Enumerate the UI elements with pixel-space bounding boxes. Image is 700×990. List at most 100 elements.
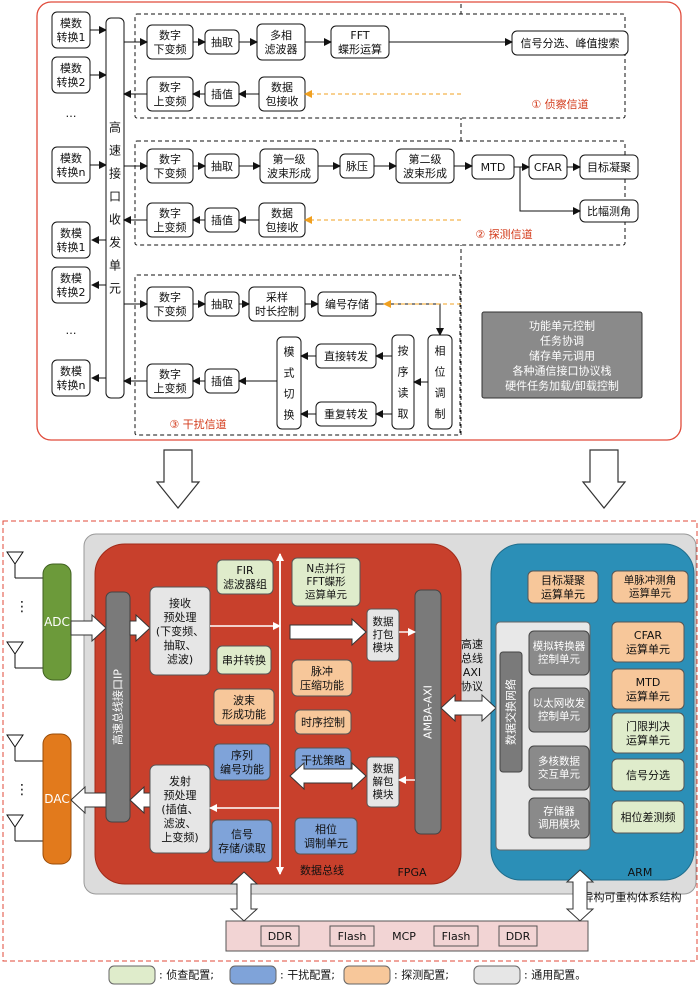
jam-direct-forward: 直接转发 — [315, 343, 377, 369]
arm-mid-unit-3: 存储器调用模块 — [528, 797, 590, 839]
recon-packet-rx: 数据包接收 — [258, 76, 306, 112]
adc-channel-1: 模数转换1 — [51, 11, 91, 49]
arm-mid-unit-2: 多核数据交互单元 — [528, 745, 590, 791]
arm-cfar-frame — [611, 621, 685, 663]
hs-interface-unit: 高速接口收发单元 — [105, 17, 125, 399]
legend-swatch — [473, 965, 521, 985]
tx-preprocess-label: 发射预处理(插值、滤波、上变频) — [161, 774, 198, 844]
recon-ddc-label: 数字下变频 — [154, 28, 187, 56]
adc-channel-n: 模数转换n — [51, 146, 91, 184]
detect-decimate-label: 抽取 — [211, 159, 233, 173]
control-function-item: 储存单元调用 — [529, 349, 595, 363]
arm-threshold: 门限判决运算单元 — [611, 712, 685, 754]
pulse-compress-frame — [291, 659, 353, 697]
legend-swatch — [343, 965, 391, 985]
detect-beam-1-label: 第一级波束形成 — [267, 152, 311, 180]
phase-mod-unit-label: 相位调制单元 — [304, 822, 348, 850]
detect-cfar-label: CFAR — [534, 161, 563, 174]
detect-decimate: 抽取 — [204, 153, 240, 179]
jam-interp: 插值 — [204, 368, 240, 394]
fft-unit-frame — [291, 557, 361, 607]
dac-block-frame — [42, 733, 72, 865]
down-arrow-left — [155, 449, 201, 509]
detect-duc: 数字上变频 — [146, 202, 194, 238]
adc-ellipsis: … — [66, 107, 77, 120]
tx-antenna-ellipsis: ⋮ — [15, 782, 29, 798]
mcp-item-4: DDR — [498, 925, 538, 947]
control-function-item: 任务协调 — [540, 334, 584, 348]
detect-channel-title: ② 探测信道 — [475, 227, 532, 241]
legend-label: : 干扰配置; — [280, 968, 335, 982]
jam-seq-read: 按序读取 — [391, 334, 415, 430]
recon-duc: 数字上变频 — [146, 76, 194, 112]
hs-bus-ip-frame — [105, 591, 131, 823]
serial-parallel-label: 串并转换 — [222, 653, 266, 667]
jam-ddc-label: 数字下变频 — [154, 290, 187, 318]
serial-parallel: 串并转换 — [216, 645, 272, 675]
mcp-item-3-frame — [433, 925, 479, 947]
mcp-item-3-label: Flash — [442, 930, 471, 943]
adc-channel-2: 模数转换2 — [51, 56, 91, 94]
recon-polyphase-filter: 多相滤波器 — [256, 23, 306, 61]
ip-to-dac-arrow — [70, 785, 107, 815]
recon-interp-label: 插值 — [211, 87, 233, 101]
amba-axi-frame — [414, 589, 442, 835]
jam-mode-switch-label: 模式切换 — [284, 345, 295, 421]
data-bus-label: 数据总线 — [300, 863, 344, 877]
fpga-title: FPGA — [397, 866, 426, 879]
arm-mid-unit-2-label: 多核数据交互单元 — [538, 754, 580, 780]
detect-target-cluster-label: 目标凝聚 — [587, 160, 631, 174]
jam-direct-forward-label: 直接转发 — [324, 349, 368, 363]
dac-channel-2-frame — [51, 266, 91, 304]
dac-channel-n: 数模转换n — [51, 359, 91, 397]
hs-interface-unit-label: 高速接口收发单元 — [109, 120, 121, 296]
arm-threshold-frame — [611, 712, 685, 754]
arm-monopulse-label: 单脉冲测角运算单元 — [624, 573, 677, 599]
connector-arrow — [519, 167, 581, 215]
timing-control-label: 时序控制 — [301, 715, 345, 729]
recon-channel-title: ① 侦察信道 — [531, 97, 588, 111]
dac-channel-1: 数模转换1 — [51, 221, 91, 259]
tx-antenna-1-icon — [6, 734, 35, 762]
jam-strategy-label: 干扰策略 — [301, 753, 345, 767]
hs-bus-ip-label: 高速总线接口IP — [111, 669, 125, 745]
legend-item: : 侦查配置; — [108, 965, 214, 985]
dac-ellipsis: … — [66, 324, 77, 337]
detect-amp-angle: 比幅测角 — [579, 199, 639, 223]
jam-channel-title: ③ 干扰信道 — [169, 417, 226, 431]
dac-channel-2-label: 数模转换2 — [57, 272, 86, 299]
phase-mod-unit: 相位调制单元 — [294, 817, 358, 855]
jam-index-store: 编号存储 — [317, 291, 377, 317]
data-switch-label: 数据交换网络 — [504, 679, 518, 745]
dac-channel-n-label: 数模转换n — [57, 365, 86, 392]
adc-block: ADC — [42, 563, 72, 681]
packet-pack: 数据打包模块 — [366, 608, 400, 662]
jam-index-store-label: 编号存储 — [325, 297, 369, 311]
mcp-item-4-label: DDR — [506, 930, 531, 943]
rx-antenna-n-icon — [6, 641, 35, 669]
pulse-compress: 脉冲压缩功能 — [291, 659, 353, 697]
recon-decimate-label: 抽取 — [211, 35, 233, 49]
jam-mode-switch: 模式切换 — [276, 336, 302, 430]
legend-label: : 通用配置。 — [524, 969, 586, 982]
detect-beam-1: 第一级波束形成 — [259, 148, 319, 184]
legend-swatch — [108, 965, 156, 985]
arm-target-cluster-label: 目标凝聚运算单元 — [541, 573, 585, 601]
hs-interface-unit-frame — [105, 17, 125, 399]
dac-block: DAC — [42, 733, 72, 865]
arm-target-cluster-frame — [527, 570, 599, 604]
jam-strategy: 干扰策略 — [294, 747, 352, 773]
phase-mod-unit-frame — [294, 817, 358, 855]
jam-seq-read-label: 按序读取 — [398, 343, 409, 420]
arm-signal-sort: 信号分选 — [611, 758, 685, 792]
detect-interp: 插值 — [204, 207, 240, 233]
packet-unpack-label: 数据解包模块 — [373, 762, 394, 801]
arm-mtd-frame — [611, 668, 685, 710]
arm-mid-unit-1-frame — [528, 687, 590, 733]
